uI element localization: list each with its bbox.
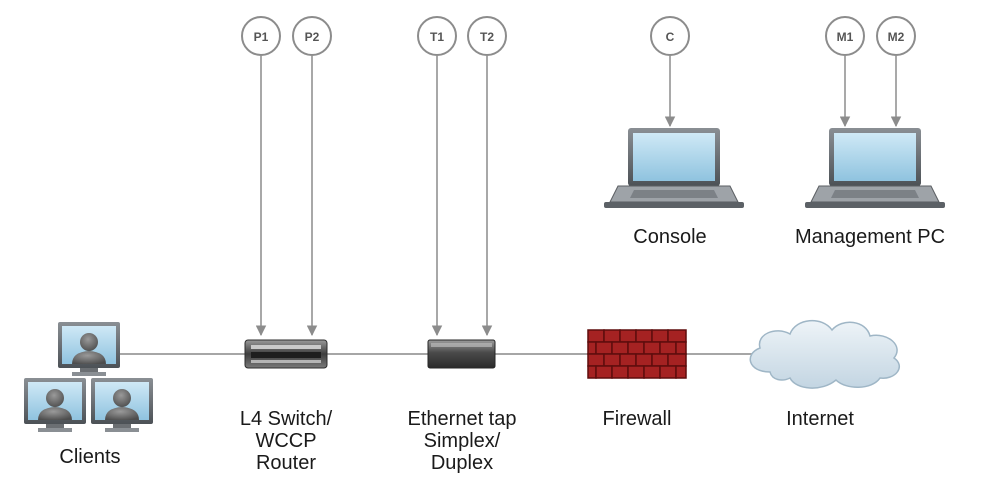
laptop-icon xyxy=(604,128,744,208)
port-label-p2: P2 xyxy=(305,30,320,44)
network-switch-icon xyxy=(244,339,328,369)
port-badge-p2 xyxy=(292,16,332,56)
cloud-icon xyxy=(749,320,900,389)
switch-label-line1: L4 Switch/ xyxy=(239,408,333,430)
console-label: Console xyxy=(633,226,707,248)
port-label-t1: T1 xyxy=(430,30,444,44)
switch-label-line3: Router xyxy=(255,452,317,474)
internet-label: Internet xyxy=(786,408,854,430)
clients-label: Clients xyxy=(59,446,121,468)
brick-firewall-icon xyxy=(587,329,687,379)
switch-label-line2: WCCP xyxy=(255,430,317,452)
port-badge-c xyxy=(650,16,690,56)
port-label-m1: M1 xyxy=(837,30,854,44)
computer-monitors-icon xyxy=(24,322,153,432)
tap-label-line1: Ethernet tap xyxy=(407,408,517,430)
port-badge-t1 xyxy=(417,16,457,56)
laptop-icon xyxy=(805,128,945,208)
port-badge-m1 xyxy=(825,16,865,56)
port-label-m2: M2 xyxy=(888,30,905,44)
tap-label-line3: Duplex xyxy=(430,452,494,474)
tap-label-line2: Simplex/ xyxy=(423,430,501,452)
port-badge-m2 xyxy=(876,16,916,56)
management-pc-label: Management PC xyxy=(794,226,946,248)
tap-label: Ethernet tap Simplex/ Duplex xyxy=(392,408,532,474)
port-label-p1: P1 xyxy=(254,30,269,44)
port-label-c: C xyxy=(666,30,675,44)
firewall-label: Firewall xyxy=(602,408,672,430)
port-badge-p1 xyxy=(241,16,281,56)
switch-label: L4 Switch/ WCCP Router xyxy=(216,408,356,474)
ethernet-tap-icon xyxy=(427,339,496,369)
port-badge-t2 xyxy=(467,16,507,56)
port-label-t2: T2 xyxy=(480,30,494,44)
